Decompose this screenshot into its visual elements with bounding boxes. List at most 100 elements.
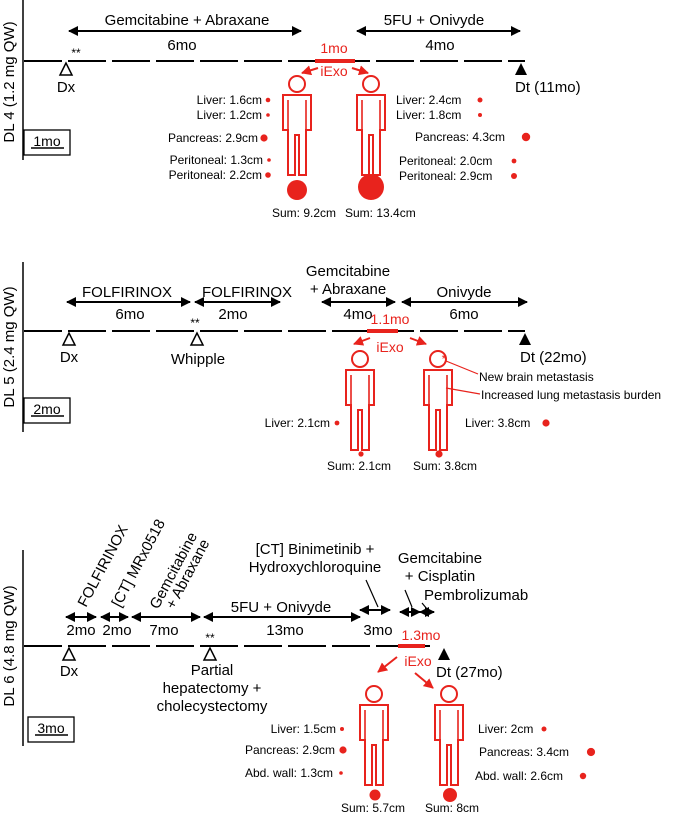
diagnosis-triangle xyxy=(61,331,77,346)
lesion-pre: Liver: 1.2cm xyxy=(197,108,262,122)
sum-post: Sum: 8cm xyxy=(425,801,479,815)
surgery-label: Whipple xyxy=(171,351,225,368)
sum-pre: Sum: 2.1cm xyxy=(327,459,391,473)
lesion-dot xyxy=(266,113,270,117)
scale-label: 2mo xyxy=(33,401,60,417)
therapy-duration: 2mo xyxy=(218,306,247,323)
surgery-label: Partial xyxy=(191,662,234,679)
lesion-pre: Liver: 2.1cm xyxy=(265,416,330,430)
surgery-triangle xyxy=(202,646,218,661)
diagnosis-triangle xyxy=(58,61,74,76)
therapy-name: [CT] Binimetinib + xyxy=(256,541,375,558)
therapy-duration: 13mo xyxy=(266,622,304,639)
therapy-duration: 3mo xyxy=(363,622,392,639)
lesion-pre: Peritoneal: 1.3cm xyxy=(170,153,263,167)
surgery-marker: ** xyxy=(190,316,200,330)
scale-label: 1mo xyxy=(33,133,60,149)
death-triangle xyxy=(515,63,527,75)
sum-dot-pre xyxy=(369,789,381,801)
therapy-name: 5FU + Onivyde xyxy=(231,599,331,616)
lesion-post: Pancreas: 3.4cm xyxy=(479,745,569,759)
iexo-label: iExo xyxy=(320,63,347,79)
callout-line xyxy=(421,602,428,610)
therapy-duration: 6mo xyxy=(115,306,144,323)
therapy-name: 5FU + Onivyde xyxy=(384,12,484,29)
lesion-dot xyxy=(260,134,268,142)
lesion-dot xyxy=(339,771,343,775)
patient-figure-pre xyxy=(345,350,375,451)
surgery-label: cholecystectomy xyxy=(157,698,268,715)
death-triangle xyxy=(438,648,450,660)
lesion-dot xyxy=(477,97,483,103)
sum-post: Sum: 13.4cm xyxy=(345,206,416,220)
patient-figure-post xyxy=(423,350,453,451)
lesion-pre: Liver: 1.5cm xyxy=(271,722,336,736)
annotation: Increased lung metastasis burden xyxy=(481,388,661,402)
annotation-line xyxy=(445,360,479,375)
dose-label: DL 5 (2.4 mg QW) xyxy=(1,286,18,407)
lesion-pre: Pancreas: 2.9cm xyxy=(168,131,258,145)
therapy-duration: 4mo xyxy=(425,37,454,54)
lesion-post: Pancreas: 4.3cm xyxy=(415,130,505,144)
scale-box xyxy=(27,716,75,743)
lesion-pre: Peritoneal: 2.2cm xyxy=(169,168,262,182)
lesion-post: Peritoneal: 2.0cm xyxy=(399,154,492,168)
surgery-triangle xyxy=(189,331,205,346)
therapy-duration: 4mo xyxy=(343,306,372,323)
scale-label: 3mo xyxy=(37,720,64,736)
dose-label: DL 6 (4.8 mg QW) xyxy=(1,585,18,706)
lesion-dot xyxy=(541,726,547,732)
lesion-post: Liver: 1.8cm xyxy=(396,108,461,122)
annotation-line xyxy=(445,387,481,395)
iexo-arrow-left xyxy=(353,336,371,346)
therapy-duration: 6mo xyxy=(167,37,196,54)
lesion-dot xyxy=(339,746,347,754)
iexo-duration: 1.3mo xyxy=(402,627,441,643)
lesion-dot xyxy=(579,772,587,780)
therapy-name: + Abraxane xyxy=(310,281,386,298)
iexo-arrow-right xyxy=(409,336,427,346)
therapy-name: Gemcitabine xyxy=(306,263,390,280)
sum-post: Sum: 3.8cm xyxy=(413,459,477,473)
patient-figure-post xyxy=(434,685,464,786)
patient-figure-pre xyxy=(282,75,312,176)
iexo-arrow-right xyxy=(351,65,369,76)
iexo-duration: 1mo xyxy=(320,40,347,56)
sum-dot-post xyxy=(443,788,457,802)
iexo-arrow-right xyxy=(414,672,434,689)
lesion-dot xyxy=(478,113,482,117)
therapy-name: Gemcitabine xyxy=(398,550,482,567)
therapy-name: Hydroxychloroquine xyxy=(249,559,382,576)
lesion-dot xyxy=(334,420,340,426)
panel-dl4: DL 4 (1.2 mg QW) Gemcitabine + Abraxane … xyxy=(1,0,581,220)
diagnosis-label: Dx xyxy=(60,349,79,366)
lesion-dot xyxy=(340,727,344,731)
death-label: Dt (11mo) xyxy=(515,79,581,96)
lesion-pre: Abd. wall: 1.3cm xyxy=(245,766,333,780)
lesion-dot xyxy=(511,158,517,164)
lesion-dot xyxy=(586,747,596,757)
lesion-dot xyxy=(511,173,517,179)
therapy-name: Gemcitabine + Abraxane xyxy=(105,12,270,29)
therapy-name: FOLFIRINOX xyxy=(82,284,172,301)
diagnosis-label: Dx xyxy=(60,663,79,680)
death-triangle xyxy=(519,333,531,345)
death-label: Dt (22mo) xyxy=(520,349,587,366)
lesion-dot xyxy=(265,97,271,103)
lesion-dot xyxy=(521,132,531,142)
panel-dl5: DL 5 (2.4 mg QW) FOLFIRINOX 6mo FOLFIRIN… xyxy=(1,262,661,473)
lesion-post: Liver: 2cm xyxy=(478,722,533,736)
sum-dot-pre xyxy=(287,180,307,200)
lesion-post: Liver: 3.8cm xyxy=(465,416,530,430)
death-label: Dt (27mo) xyxy=(436,664,503,681)
therapy-name: + Cisplatin xyxy=(405,568,475,585)
patient-figure-pre xyxy=(359,685,389,786)
dose-label: DL 4 (1.2 mg QW) xyxy=(1,21,18,142)
new-lesion-star: * xyxy=(442,352,447,366)
iexo-label: iExo xyxy=(376,339,403,355)
sum-pre: Sum: 9.2cm xyxy=(272,206,336,220)
therapy-duration: 7mo xyxy=(149,622,178,639)
iexo-duration: 1.1mo xyxy=(371,311,410,327)
callout-line xyxy=(365,579,379,608)
scale-box xyxy=(23,397,71,424)
